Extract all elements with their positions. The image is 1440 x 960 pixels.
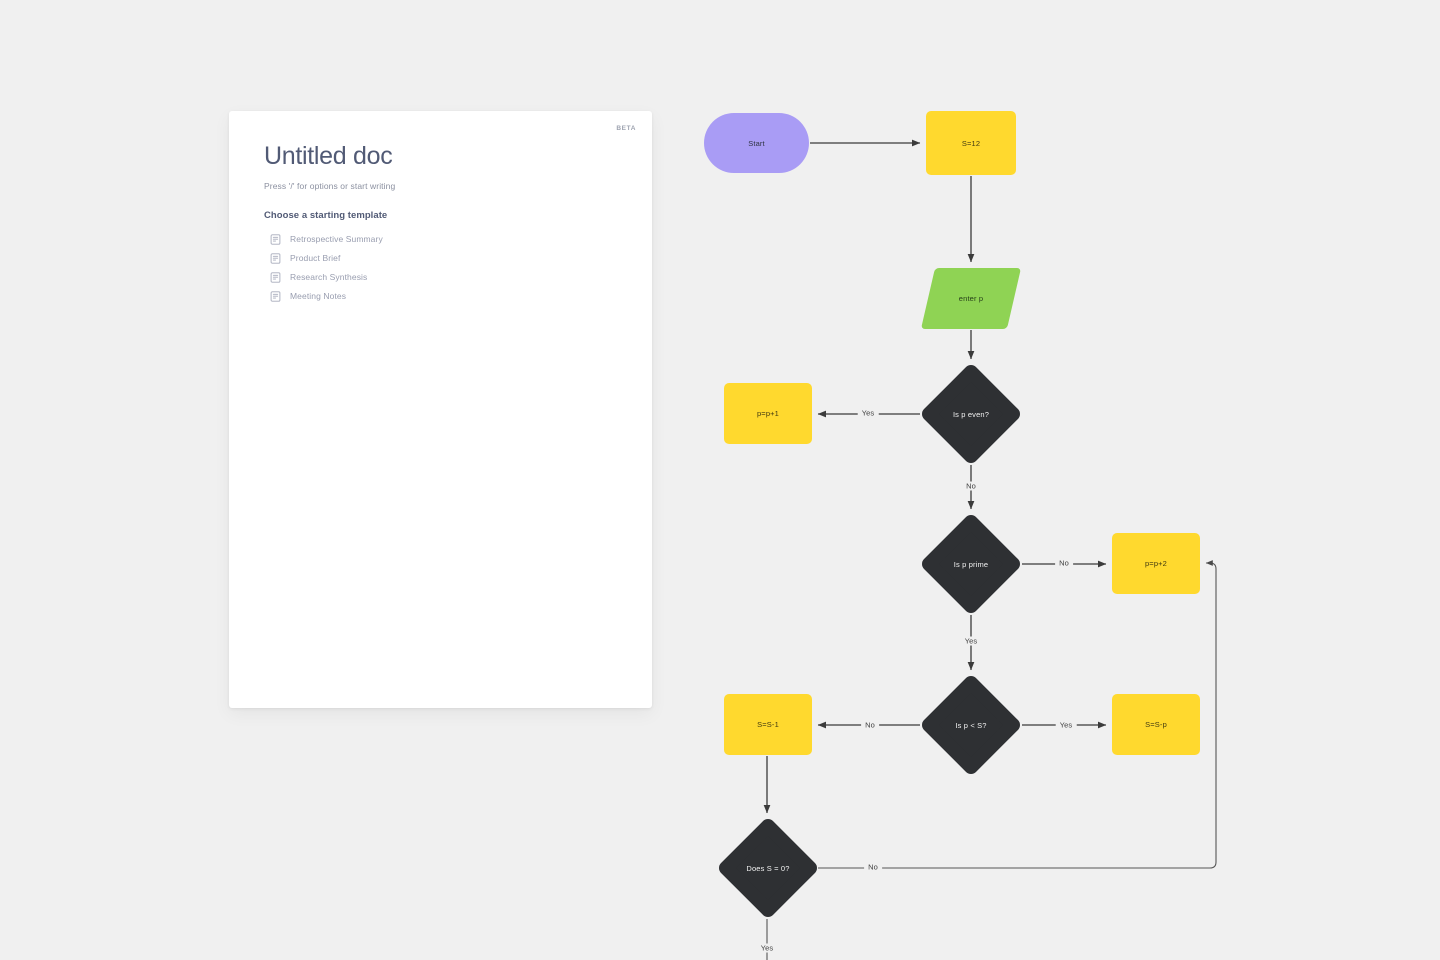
document-card: BETA Untitled doc Press '/' for options … bbox=[229, 111, 652, 708]
flowchart-node-label: enter p bbox=[958, 294, 984, 303]
template-list-item-label: Retrospective Summary bbox=[290, 234, 383, 245]
template-list-item-label: Meeting Notes bbox=[290, 291, 347, 302]
flowchart-node-label: Start bbox=[748, 138, 765, 148]
flowchart-edge-label-prime-yes: Yes bbox=[960, 636, 982, 646]
flowchart-edge-label-plts-yes: Yes bbox=[1055, 720, 1077, 730]
document-body: Untitled doc Press '/' for options or st… bbox=[264, 142, 622, 306]
page-title[interactable]: Untitled doc bbox=[264, 142, 393, 170]
flowchart-edge-label-prime-no: No bbox=[1055, 558, 1073, 568]
flowchart-node-label: S=S-1 bbox=[757, 720, 779, 729]
flowchart-node-s_is_zero[interactable]: Does S = 0? bbox=[719, 819, 817, 917]
template-list-item[interactable]: Retrospective Summary bbox=[264, 230, 622, 249]
flowchart-node-is_even[interactable]: Is p even? bbox=[922, 365, 1020, 463]
editor-placeholder-hint[interactable]: Press '/' for options or start writing bbox=[264, 180, 396, 191]
flowchart-node-enterp[interactable]: enter p bbox=[920, 268, 1022, 329]
template-list-item-label: Research Synthesis bbox=[290, 272, 368, 283]
flowchart-node-s12[interactable]: S=12 bbox=[926, 111, 1016, 175]
flowchart-node-s_minus_1[interactable]: S=S-1 bbox=[724, 694, 812, 755]
flowchart-node-label: Does S = 0? bbox=[746, 863, 790, 873]
flowchart-node-label: Is p < S? bbox=[955, 720, 987, 730]
flowchart-node-label: p=p+2 bbox=[1144, 559, 1168, 568]
flowchart-node-s_minus_p[interactable]: S=S-p bbox=[1112, 694, 1200, 755]
flowchart-edge-label-zero-no: No bbox=[864, 862, 882, 872]
document-lines-icon bbox=[270, 253, 281, 264]
flowchart-node-p_plus_1[interactable]: p=p+1 bbox=[724, 383, 812, 444]
flowchart-node-is_prime[interactable]: Is p prime bbox=[922, 515, 1020, 613]
flowchart-edge-label-plts-no: No bbox=[861, 720, 879, 730]
template-list-item[interactable]: Research Synthesis bbox=[264, 268, 622, 287]
template-section-heading: Choose a starting template bbox=[264, 209, 388, 221]
beta-badge: BETA bbox=[616, 125, 636, 132]
flowchart-node-p_plus_2[interactable]: p=p+2 bbox=[1112, 533, 1200, 594]
document-lines-icon bbox=[270, 291, 281, 302]
flowchart-node-label: S=S-p bbox=[1145, 720, 1167, 729]
flowchart-node-p_lt_s[interactable]: Is p < S? bbox=[922, 676, 1020, 774]
flowchart-edge-label-zero-yes: Yes bbox=[756, 943, 778, 953]
flowchart-node-label: Is p even? bbox=[952, 409, 990, 419]
flowchart-edge-label-even-yes: Yes bbox=[857, 408, 879, 418]
template-list-item[interactable]: Product Brief bbox=[264, 249, 622, 268]
document-lines-icon bbox=[270, 272, 281, 283]
template-list: Retrospective Summary Product Brief Rese… bbox=[264, 230, 622, 306]
flowchart-node-label: Is p prime bbox=[953, 559, 989, 569]
template-list-item-label: Product Brief bbox=[290, 253, 341, 264]
flowchart-node-start[interactable]: Start bbox=[704, 113, 809, 173]
flowchart-node-label: p=p+1 bbox=[756, 409, 780, 418]
flowchart-edge-label-even-no: No bbox=[962, 481, 980, 491]
document-lines-icon bbox=[270, 234, 281, 245]
template-list-item[interactable]: Meeting Notes bbox=[264, 287, 622, 306]
flowchart-node-label: S=12 bbox=[961, 138, 981, 148]
